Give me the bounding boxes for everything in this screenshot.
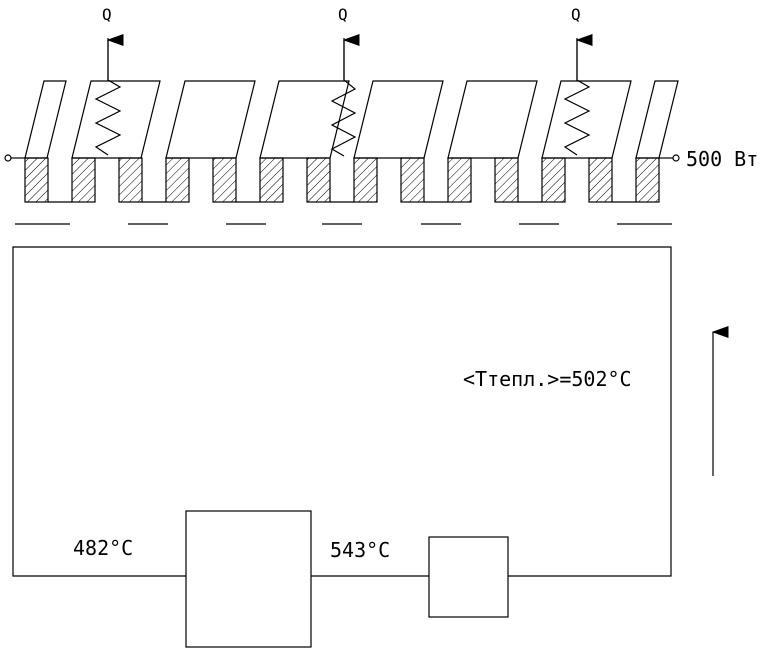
right-terminal: [659, 154, 680, 162]
hot-plate-7: [541, 80, 632, 159]
te-leg: [212, 157, 237, 203]
outlet-temp-label: 543°C: [330, 538, 390, 562]
te-leg: [494, 157, 519, 203]
te-leg: [306, 157, 331, 203]
thermoelectric-legs: [24, 157, 660, 203]
hot-plate-3: [165, 80, 256, 159]
heat-source-3: Q: [563, 5, 593, 156]
heat-source-2: Q: [330, 5, 360, 157]
te-leg: [400, 157, 425, 203]
te-leg: [71, 157, 96, 203]
heat-source-1: Q: [94, 5, 124, 156]
heater-block: [185, 510, 312, 648]
te-leg: [541, 157, 566, 203]
te-leg: [118, 157, 143, 203]
avg-coolant-temp-label: <Tтепл.>=502°C: [463, 367, 632, 391]
heat-flow-label: Q: [571, 5, 581, 24]
hot-plate-2: [71, 80, 161, 159]
heat-flow-label: Q: [102, 5, 112, 24]
hot-plate-1: [24, 80, 67, 159]
coolant-loop: [12, 246, 672, 577]
power-label: 500 Вт: [686, 147, 758, 171]
hot-plate-5: [353, 80, 444, 159]
left-terminal: [4, 154, 25, 162]
heat-flow-label: Q: [338, 5, 348, 24]
te-leg: [635, 157, 660, 203]
te-leg: [165, 157, 190, 203]
te-leg: [259, 157, 284, 203]
hot-plate-6: [447, 80, 538, 159]
te-leg: [588, 157, 613, 203]
te-leg: [447, 157, 472, 203]
te-leg: [24, 157, 49, 203]
hot-plate-8: [635, 80, 679, 159]
inlet-temp-label: 482°C: [73, 536, 133, 560]
hot-junction-plates: [24, 80, 679, 159]
pump-block: [428, 536, 509, 618]
te-leg: [353, 157, 378, 203]
